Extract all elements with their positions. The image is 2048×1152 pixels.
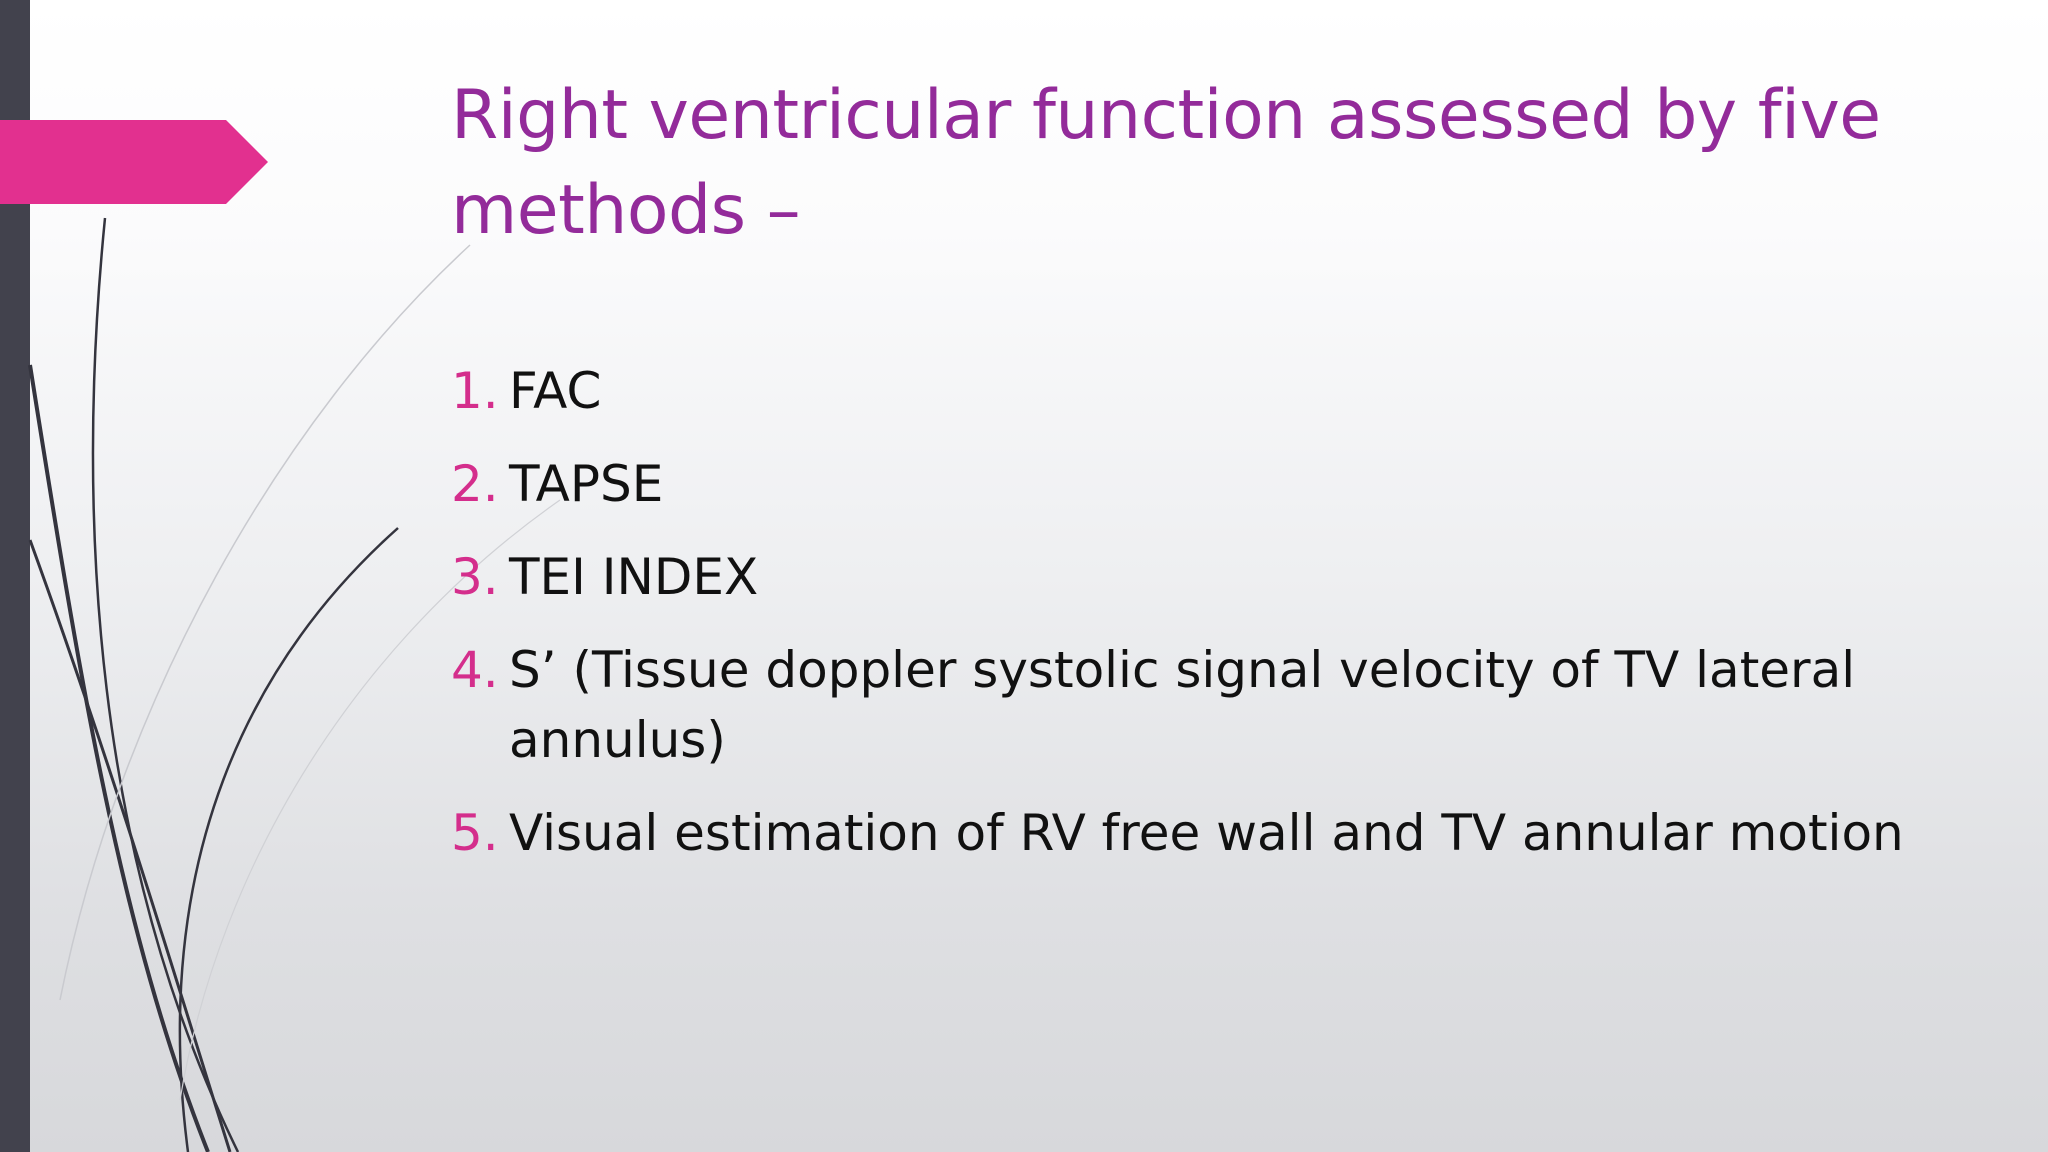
list-item-text: TEI INDEX	[509, 548, 759, 606]
curve-faint-1	[59, 244, 471, 1001]
list-item-text: FAC	[509, 362, 602, 420]
list-item: 1. FAC	[451, 356, 1971, 426]
list-item-text: S’ (Tissue doppler systolic signal veloc…	[509, 641, 1856, 769]
curve-4	[28, 539, 232, 1152]
curve-3	[178, 527, 399, 1152]
list-item-text: Visual estimation of RV free wall and TV…	[509, 804, 1904, 862]
list-item: 2. TAPSE	[451, 449, 1971, 519]
curve-1	[91, 217, 240, 1152]
curve-faint-2	[179, 499, 561, 1101]
list-item-number: 5.	[451, 804, 499, 862]
list-item: 5. Visual estimation of RV free wall and…	[451, 798, 1971, 868]
methods-list: 1. FAC 2. TAPSE 3. TEI INDEX 4. S’ (Tiss…	[451, 356, 1971, 891]
list-item: 3. TEI INDEX	[451, 542, 1971, 612]
slide-title: Right ventricular function assessed by f…	[451, 76, 1881, 250]
curve-2	[28, 364, 210, 1152]
pink-arrow-icon	[0, 120, 268, 204]
list-item-number: 1.	[451, 362, 499, 420]
list-item-number: 3.	[451, 548, 499, 606]
list-item-text: TAPSE	[509, 455, 664, 513]
list-item-number: 4.	[451, 641, 499, 699]
list-item-number: 2.	[451, 455, 499, 513]
list-item: 4. S’ (Tissue doppler systolic signal ve…	[451, 635, 1971, 775]
